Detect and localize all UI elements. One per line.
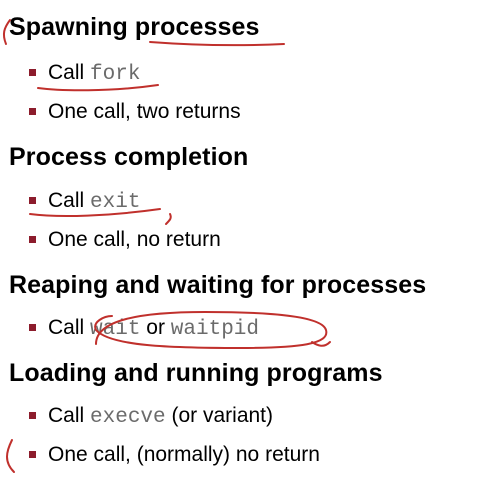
bullet-text: Call wait or waitpid — [48, 316, 259, 341]
code-execve: execve — [90, 406, 166, 429]
heading-loading-and-running: Loading and running programs — [9, 359, 383, 387]
bullet-text: Call execve (or variant) — [48, 404, 273, 429]
code-exit: exit — [90, 191, 141, 214]
bullet-text: Call exit — [48, 189, 141, 214]
bullet-text: One call, no return — [48, 228, 221, 251]
ink-circle-tail — [311, 341, 331, 347]
code-waitpid: waitpid — [170, 318, 259, 341]
heading-process-completion: Process completion — [9, 143, 249, 171]
bullet-text: One call, (normally) no return — [48, 443, 320, 466]
bullet-marker — [29, 324, 36, 331]
code-fork: fork — [90, 63, 141, 86]
ink-underline-spawning — [149, 41, 285, 47]
bullet-text: Call fork — [48, 61, 141, 86]
bullet-text: One call, two returns — [48, 100, 241, 123]
bullet-marker — [29, 236, 36, 243]
bullet-marker — [29, 69, 36, 76]
ink-tick-no-return — [165, 213, 172, 225]
bullet-marker — [29, 197, 36, 204]
bullet-marker — [29, 451, 36, 458]
bullet-marker — [29, 412, 36, 419]
ink-left-lower — [6, 439, 15, 473]
heading-spawning-processes: Spawning processes — [9, 13, 260, 41]
code-wait: wait — [90, 318, 141, 341]
heading-reaping-and-waiting: Reaping and waiting for processes — [9, 271, 427, 299]
bullet-marker — [29, 108, 36, 115]
